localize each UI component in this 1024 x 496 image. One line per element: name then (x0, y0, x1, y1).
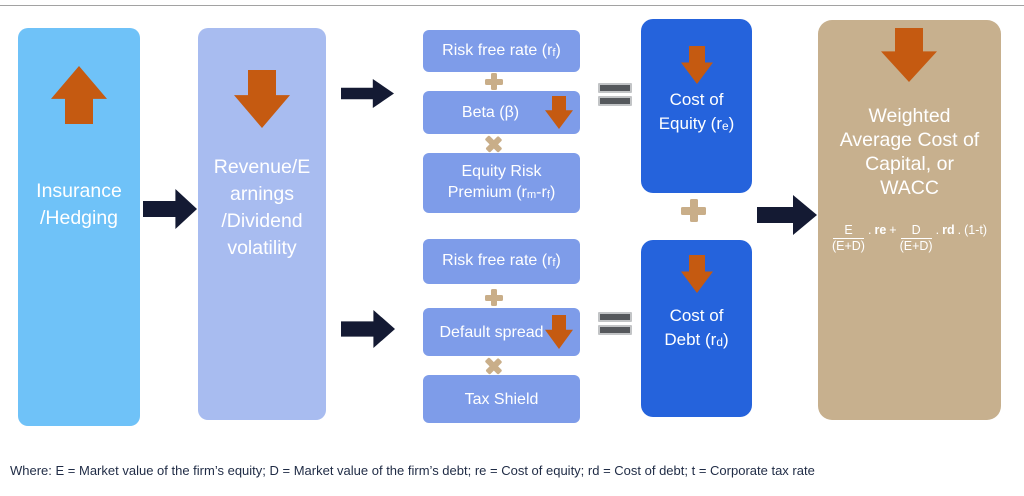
equity-risk-premium-box: Equity Risk Premium (rm-rf) (423, 153, 580, 213)
label-line: /Hedging (39, 207, 119, 229)
risk-free-rate-bottom-box: Risk free rate (rf) (423, 239, 580, 284)
flow-right-arrow-1 (143, 189, 197, 229)
cost-of-debt-label: Cost of Debt (rd) (641, 304, 752, 353)
multiply-dot: . (957, 223, 962, 237)
cost-of-debt-box: Cost of Debt (rd) (641, 240, 752, 417)
equals-icon (598, 83, 632, 106)
label-line: Cost of (669, 90, 724, 109)
label-line: Cost of (669, 306, 724, 325)
insurance-hedging-box: Insurance /Hedging (18, 28, 140, 426)
top-divider (0, 5, 1024, 6)
equals-bar (598, 312, 632, 322)
label-line: /Dividend (221, 210, 303, 232)
decrease-arrow-icon (545, 315, 573, 349)
multiply-dot: . (935, 223, 940, 237)
label-line: Revenue/E (213, 156, 311, 178)
legend-caption: Where: E = Market value of the firm’s eq… (10, 463, 815, 478)
tax-shield-box: Tax Shield (423, 375, 580, 423)
plus-icon (485, 73, 503, 90)
risk-free-rate-label: Risk free rate (rf) (442, 41, 561, 59)
increase-arrow-icon (51, 66, 107, 124)
label-line: Average Cost of (839, 129, 980, 151)
debt-weight-fraction: D (E+D) (899, 223, 933, 253)
equals-bar (598, 83, 632, 93)
decrease-arrow-icon (881, 28, 937, 82)
decrease-arrow-icon (681, 46, 713, 84)
wacc-formula: E (E+D) . re + D (E+D) . rd . (1-t) (818, 223, 1001, 254)
decrease-arrow-icon (545, 96, 573, 129)
default-spread-box: Default spread (423, 308, 580, 356)
label-line: arnings (230, 183, 294, 205)
risk-free-rate-label: Risk free rate (rf) (442, 252, 561, 269)
plus-icon (681, 199, 706, 222)
cost-of-equity-box: Cost of Equity (re) (641, 19, 752, 193)
label-line: Debt (rd) (664, 330, 729, 349)
plus-icon (485, 289, 503, 306)
wacc-title: Weighted Average Cost of Capital, or WAC… (818, 104, 1001, 200)
revenue-volatility-box: Revenue/E arnings /Dividend volatility (198, 28, 326, 420)
equals-bar (598, 96, 632, 106)
flow-right-arrow-4 (757, 195, 817, 235)
wacc-box: Weighted Average Cost of Capital, or WAC… (818, 20, 1001, 420)
beta-label: Beta (β) (461, 104, 520, 121)
equals-icon (598, 312, 632, 335)
decrease-arrow-icon (234, 70, 290, 128)
multiply-dot: . (867, 223, 872, 237)
revenue-volatility-label: Revenue/E arnings /Dividend volatility (198, 154, 326, 262)
label-line: Capital, or (865, 153, 954, 175)
tax-term: (1-t) (964, 223, 987, 237)
decrease-arrow-icon (681, 255, 713, 293)
rd-term: rd (942, 223, 955, 237)
cost-of-equity-label: Cost of Equity (re) (641, 88, 752, 137)
risk-free-rate-top-box: Risk free rate (rf) (423, 30, 580, 72)
default-spread-label: Default spread (439, 323, 544, 341)
equals-bar (598, 325, 632, 335)
beta-box: Beta (β) (423, 91, 580, 134)
equity-weight-fraction: E (E+D) (831, 223, 865, 253)
plus-sign: + (889, 223, 897, 237)
label-line: Equity (re) (658, 114, 735, 133)
re-term: re (874, 223, 887, 237)
insurance-hedging-label: Insurance /Hedging (18, 178, 140, 232)
flow-right-arrow-2 (341, 79, 394, 108)
flow-right-arrow-3 (341, 310, 395, 348)
tax-shield-label: Tax Shield (464, 390, 539, 408)
label-line: WACC (880, 177, 939, 199)
label-line: volatility (227, 237, 297, 259)
label-line: Weighted (868, 105, 951, 127)
label-line: Insurance (36, 180, 122, 202)
equity-risk-premium-label: Equity Risk Premium (rm-rf) (447, 163, 556, 201)
